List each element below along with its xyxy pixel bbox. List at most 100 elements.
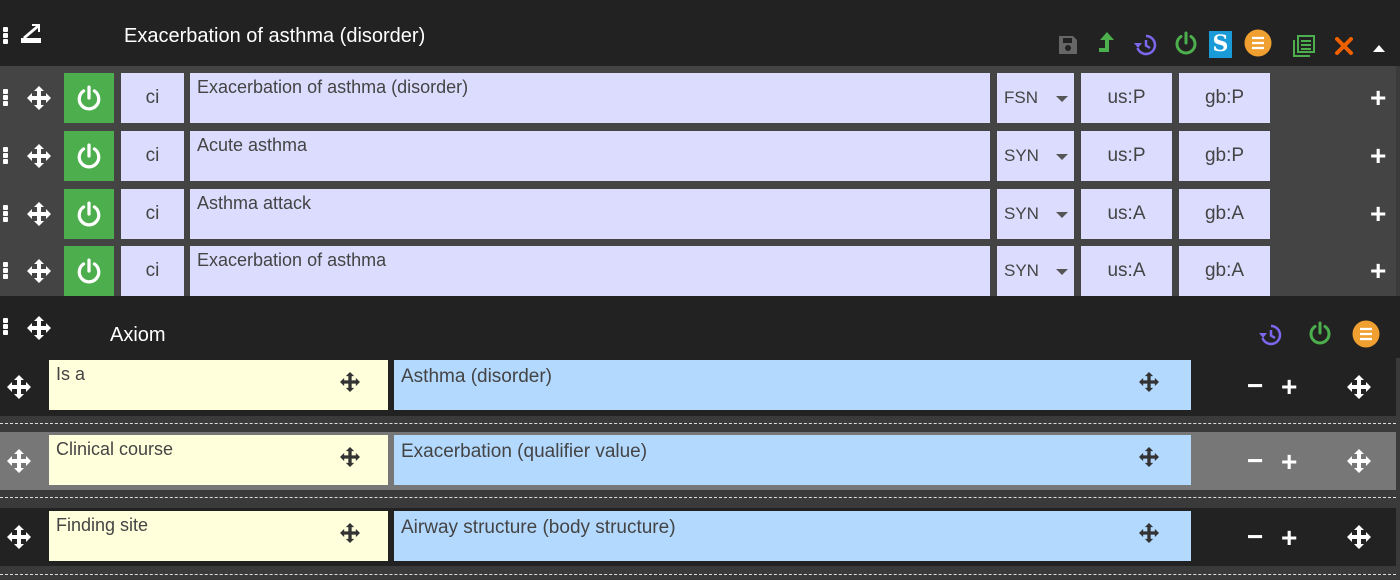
term-input[interactable]: Acute asthma	[190, 131, 990, 181]
s-icon[interactable]: S	[1209, 31, 1232, 58]
concept-header: Exacerbation of asthma (disorder) S	[0, 0, 1400, 66]
attribute-type-field[interactable]: Is a	[49, 360, 388, 410]
active-toggle-button[interactable]	[64, 131, 114, 181]
us-acceptability-button[interactable]: us:A	[1081, 246, 1172, 296]
us-acceptability-button[interactable]: us:P	[1081, 131, 1172, 181]
active-toggle-button[interactable]	[64, 73, 114, 123]
power-icon[interactable]	[1308, 321, 1332, 350]
gb-acceptability-button[interactable]: gb:P	[1179, 73, 1270, 123]
type-select[interactable]: SYN	[997, 246, 1074, 296]
drag-handle-icon[interactable]	[2, 318, 8, 335]
add-relationship-button[interactable]: +	[1281, 522, 1298, 553]
term-input[interactable]: Exacerbation of asthma	[190, 246, 990, 296]
power-icon[interactable]	[1174, 31, 1198, 60]
collapse-icon[interactable]	[1372, 40, 1386, 58]
promote-icon[interactable]	[1098, 31, 1116, 60]
active-toggle-button[interactable]	[64, 246, 114, 296]
move-icon[interactable]	[1139, 372, 1159, 398]
group-divider	[0, 574, 1396, 575]
gb-acceptability-button[interactable]: gb:A	[1179, 246, 1270, 296]
case-significance-button[interactable]: ci	[121, 73, 184, 123]
move-icon[interactable]	[27, 316, 51, 340]
attribute-target-label: Exacerbation (qualifier value)	[401, 441, 648, 462]
gb-acceptability-button[interactable]: gb:A	[1179, 189, 1270, 239]
drag-handle-icon[interactable]	[2, 27, 8, 44]
drag-handle-icon[interactable]	[2, 262, 8, 279]
move-icon[interactable]	[340, 372, 360, 397]
term-input[interactable]: Exacerbation of asthma (disorder)	[190, 73, 990, 123]
case-significance-button[interactable]: ci	[121, 246, 184, 296]
type-value: FSN	[1004, 88, 1038, 107]
add-description-button[interactable]: +	[1370, 255, 1387, 286]
type-value: SYN	[1004, 146, 1039, 165]
attribute-type-label: Clinical course	[56, 439, 174, 459]
case-significance-button[interactable]: ci	[121, 189, 184, 239]
relationship-row: Clinical course Exacerbation (qualifier …	[0, 432, 1396, 490]
move-icon[interactable]	[27, 202, 51, 226]
axiom-header: Axiom	[0, 296, 1400, 358]
move-icon[interactable]	[27, 144, 51, 168]
attribute-type-label: Is a	[56, 364, 86, 384]
attribute-type-field[interactable]: Clinical course	[49, 435, 388, 485]
description-row: ci Exacerbation of asthma (disorder) FSN…	[0, 73, 1396, 123]
axiom-title: Axiom	[110, 324, 166, 346]
remove-relationship-button[interactable]: −	[1247, 445, 1264, 476]
menu-icon[interactable]	[1352, 320, 1380, 353]
gb-acceptability-button[interactable]: gb:P	[1179, 131, 1270, 181]
description-list: ci Exacerbation of asthma (disorder) FSN…	[0, 66, 1396, 296]
move-icon[interactable]	[340, 447, 360, 472]
menu-icon[interactable]	[1244, 29, 1272, 62]
move-icon[interactable]	[27, 86, 51, 110]
move-icon[interactable]	[7, 525, 31, 549]
attribute-target-label: Asthma (disorder)	[401, 366, 552, 387]
add-relationship-button[interactable]: +	[1281, 371, 1298, 402]
add-description-button[interactable]: +	[1370, 140, 1387, 171]
attribute-target-field[interactable]: Exacerbation (qualifier value)	[394, 435, 1191, 485]
group-divider	[0, 497, 1396, 498]
close-icon[interactable]	[1335, 37, 1353, 60]
history-icon[interactable]	[1133, 33, 1157, 62]
move-icon[interactable]	[1347, 525, 1371, 549]
page-title: Exacerbation of asthma (disorder)	[124, 25, 426, 47]
type-select[interactable]: FSN	[997, 73, 1074, 123]
type-select[interactable]: SYN	[997, 131, 1074, 181]
move-icon[interactable]	[1347, 375, 1371, 399]
move-icon[interactable]	[1139, 447, 1159, 473]
type-select[interactable]: SYN	[997, 189, 1074, 239]
add-description-button[interactable]: +	[1370, 198, 1387, 229]
history-icon[interactable]	[1258, 323, 1282, 352]
remove-relationship-button[interactable]: −	[1247, 521, 1264, 552]
chevron-down-icon	[1056, 269, 1068, 275]
us-acceptability-button[interactable]: us:A	[1081, 189, 1172, 239]
power-icon	[77, 143, 101, 169]
attribute-target-field[interactable]: Airway structure (body structure)	[394, 511, 1191, 561]
drag-handle-icon[interactable]	[2, 147, 8, 164]
power-icon	[77, 85, 101, 111]
case-significance-button[interactable]: ci	[121, 131, 184, 181]
attribute-type-label: Finding site	[56, 515, 149, 535]
move-icon[interactable]	[7, 375, 31, 399]
attribute-target-field[interactable]: Asthma (disorder)	[394, 360, 1191, 410]
us-acceptability-button[interactable]: us:P	[1081, 73, 1172, 123]
add-relationship-button[interactable]: +	[1281, 446, 1298, 477]
list-icon[interactable]	[1293, 35, 1315, 62]
chevron-down-icon	[1056, 212, 1068, 218]
term-input[interactable]: Asthma attack	[190, 189, 990, 239]
relationship-row: Finding site Airway structure (body stru…	[0, 508, 1396, 566]
move-icon[interactable]	[340, 523, 360, 548]
drag-handle-icon[interactable]	[2, 205, 8, 222]
export-icon[interactable]	[20, 24, 42, 49]
move-icon[interactable]	[1347, 449, 1371, 473]
move-icon[interactable]	[27, 259, 51, 283]
relationship-row: Is a Asthma (disorder) − +	[0, 358, 1396, 416]
remove-relationship-button[interactable]: −	[1247, 370, 1264, 401]
chevron-down-icon	[1056, 154, 1068, 160]
save-icon[interactable]	[1058, 35, 1078, 60]
attribute-type-field[interactable]: Finding site	[49, 511, 388, 561]
attribute-target-label: Airway structure (body structure)	[401, 517, 676, 538]
drag-handle-icon[interactable]	[2, 89, 8, 106]
move-icon[interactable]	[7, 449, 31, 473]
add-description-button[interactable]: +	[1370, 82, 1387, 113]
active-toggle-button[interactable]	[64, 189, 114, 239]
move-icon[interactable]	[1139, 523, 1159, 549]
